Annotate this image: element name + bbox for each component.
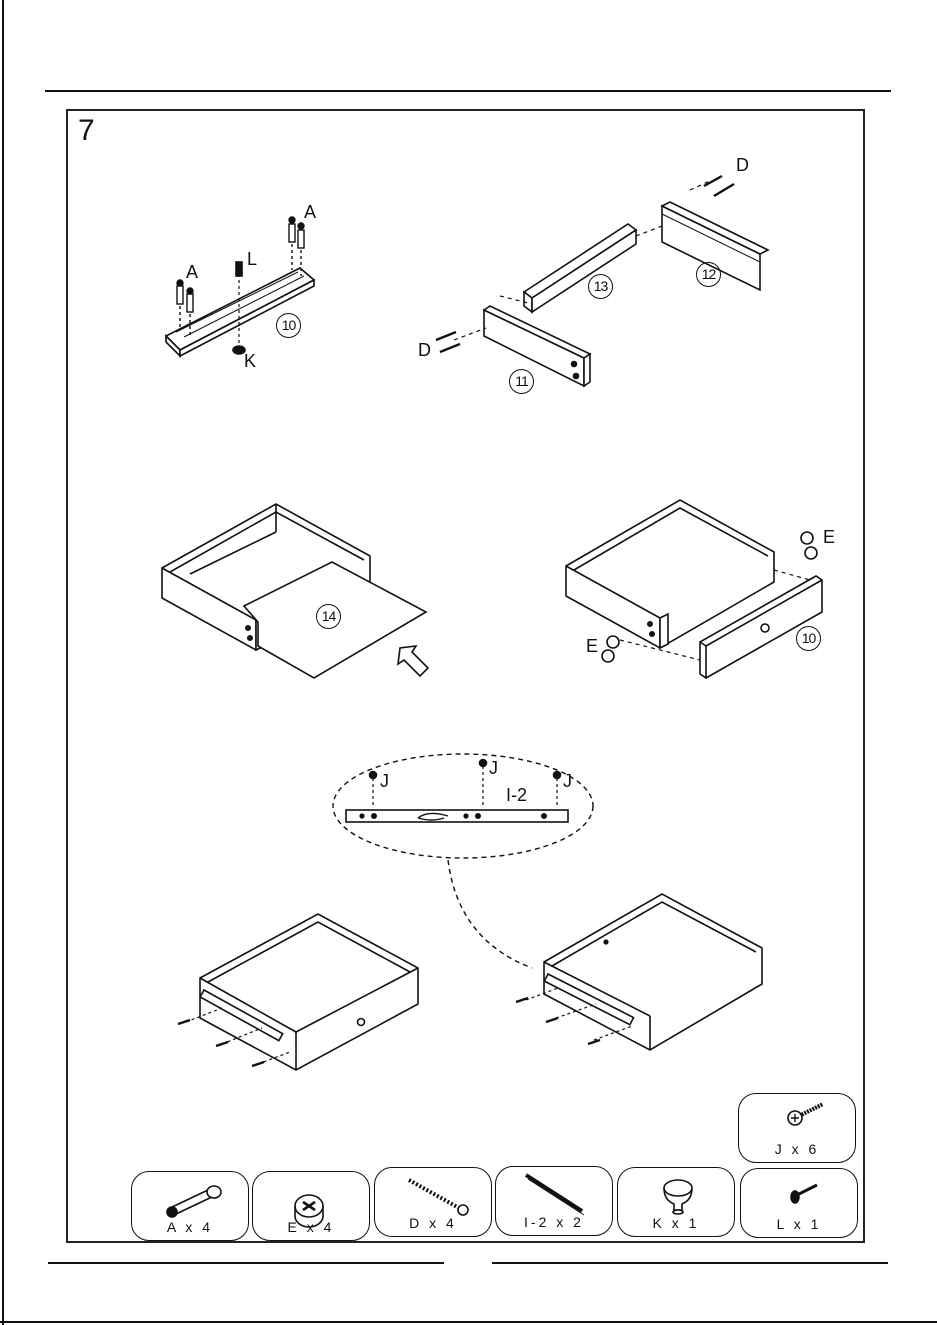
- hardware-d-caption: D x 4: [375, 1215, 491, 1231]
- label-j-right: J: [563, 771, 572, 791]
- hardware-i2: I-2 x 2: [495, 1166, 613, 1236]
- part-number-12: 12: [696, 262, 721, 287]
- hardware-k-caption: K x 1: [618, 1215, 734, 1231]
- hardware-j-caption: J x 6: [739, 1141, 855, 1157]
- label-d-left: D: [418, 340, 431, 360]
- label-j-left: J: [380, 771, 389, 791]
- bolt-a-right-group: [289, 217, 304, 276]
- label-d-top: D: [736, 155, 749, 175]
- hardware-e: E x 4: [252, 1171, 370, 1241]
- hardware-l-caption: L x 1: [741, 1216, 857, 1232]
- part-number-13: 13: [588, 274, 613, 299]
- label-a-left: A: [186, 262, 198, 282]
- label-e-right: E: [823, 527, 835, 547]
- part-number-14: 14: [316, 604, 341, 629]
- hardware-a: A x 4: [131, 1171, 249, 1241]
- label-j-middle: J: [489, 758, 498, 778]
- label-a-top: A: [304, 202, 316, 222]
- hardware-j: J x 6: [738, 1093, 856, 1163]
- hardware-d: D x 4: [374, 1167, 492, 1237]
- part-number-11: 11: [509, 369, 534, 394]
- bottom-panel-diagram: [162, 504, 428, 678]
- label-k: K: [244, 351, 256, 371]
- drawer-left-diagram: [178, 914, 418, 1070]
- hardware-e-caption: E x 4: [253, 1219, 369, 1235]
- rail-detail-diagram: [333, 754, 593, 968]
- label-e-left: E: [586, 636, 598, 656]
- part-number-10-front: 10: [796, 626, 821, 651]
- rail-label: I-2: [506, 785, 527, 805]
- attach-front-diagram: [566, 500, 822, 678]
- part-number-10-board: 10: [276, 313, 301, 338]
- label-l: L: [247, 249, 257, 269]
- hardware-l: L x 1: [740, 1168, 858, 1238]
- hardware-k: K x 1: [617, 1167, 735, 1237]
- drawer-right-diagram: [516, 894, 762, 1050]
- hardware-i2-caption: I-2 x 2: [496, 1214, 612, 1230]
- hardware-a-caption: A x 4: [132, 1219, 248, 1235]
